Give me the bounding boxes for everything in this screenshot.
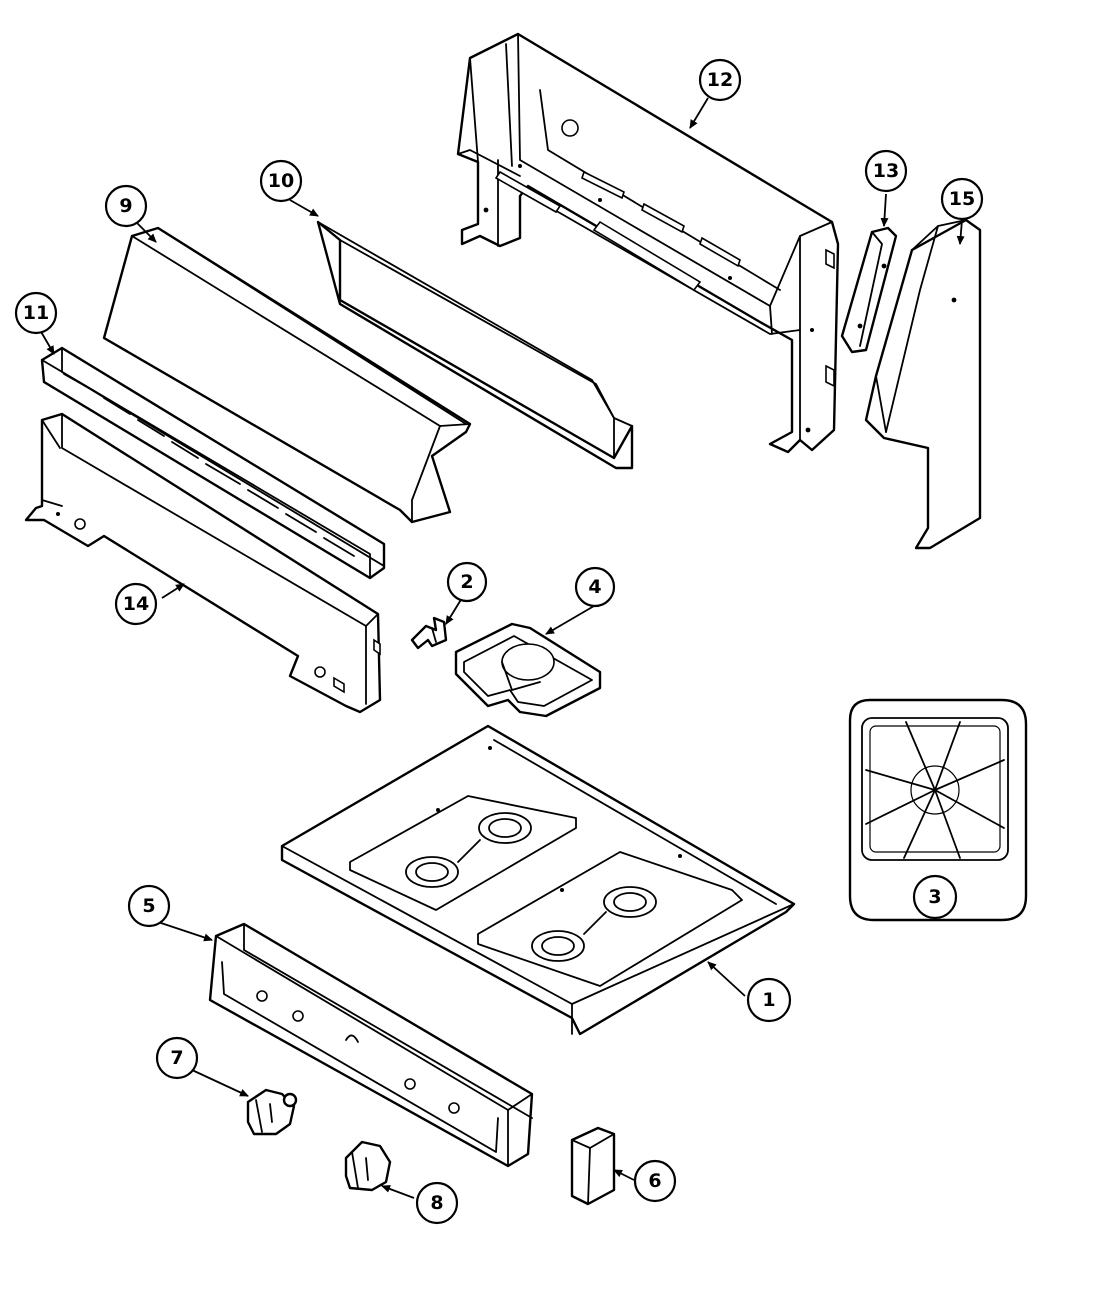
callout-14: 14 — [114, 582, 158, 626]
part-9-top-trim — [102, 226, 472, 524]
svg-text:3: 3 — [928, 886, 941, 908]
callout-4: 4 — [574, 566, 616, 608]
callout-9: 9 — [104, 184, 148, 228]
part-12-rear-frame — [456, 32, 840, 454]
part-11-vent-strip — [40, 346, 386, 580]
callout-13: 13 — [864, 149, 908, 193]
part-2-plug — [410, 616, 448, 650]
callout-2: 2 — [446, 561, 488, 603]
part-13-bracket — [840, 226, 898, 354]
callout-10: 10 — [259, 159, 303, 203]
svg-text:5: 5 — [142, 895, 155, 917]
callout-8: 8 — [415, 1181, 459, 1225]
svg-text:9: 9 — [119, 195, 132, 217]
part-14-lower-back-panel — [24, 412, 382, 714]
svg-text:4: 4 — [588, 576, 601, 598]
callout-15: 15 — [940, 177, 984, 221]
svg-text:11: 11 — [23, 302, 49, 324]
callout-3: 3 — [912, 874, 958, 920]
leader-lines — [39, 97, 965, 1199]
callout-7: 7 — [155, 1036, 199, 1080]
part-3-grate — [848, 698, 1028, 922]
part-7-knob — [246, 1088, 298, 1136]
svg-text:7: 7 — [170, 1047, 183, 1069]
svg-text:2: 2 — [460, 571, 473, 593]
callout-12: 12 — [698, 58, 742, 102]
part-15-side-trim — [864, 218, 982, 550]
part-8-knob — [344, 1140, 392, 1192]
svg-text:1: 1 — [762, 989, 775, 1011]
part-5-control-panel — [208, 922, 534, 1168]
part-10-back-guard-panel — [316, 220, 634, 470]
svg-text:8: 8 — [430, 1192, 443, 1214]
part-1-cooktop — [280, 724, 796, 1036]
callout-1: 1 — [746, 977, 792, 1023]
part-6-block — [570, 1126, 616, 1206]
svg-text:6: 6 — [648, 1170, 661, 1192]
callout-5: 5 — [127, 884, 171, 928]
svg-text:10: 10 — [268, 170, 294, 192]
svg-text:14: 14 — [123, 593, 149, 615]
callout-6: 6 — [633, 1159, 677, 1203]
svg-text:13: 13 — [873, 160, 899, 182]
svg-text:12: 12 — [707, 69, 733, 91]
svg-text:15: 15 — [949, 188, 975, 210]
callout-11: 11 — [14, 291, 58, 335]
part-4-burner-pan — [454, 622, 602, 718]
